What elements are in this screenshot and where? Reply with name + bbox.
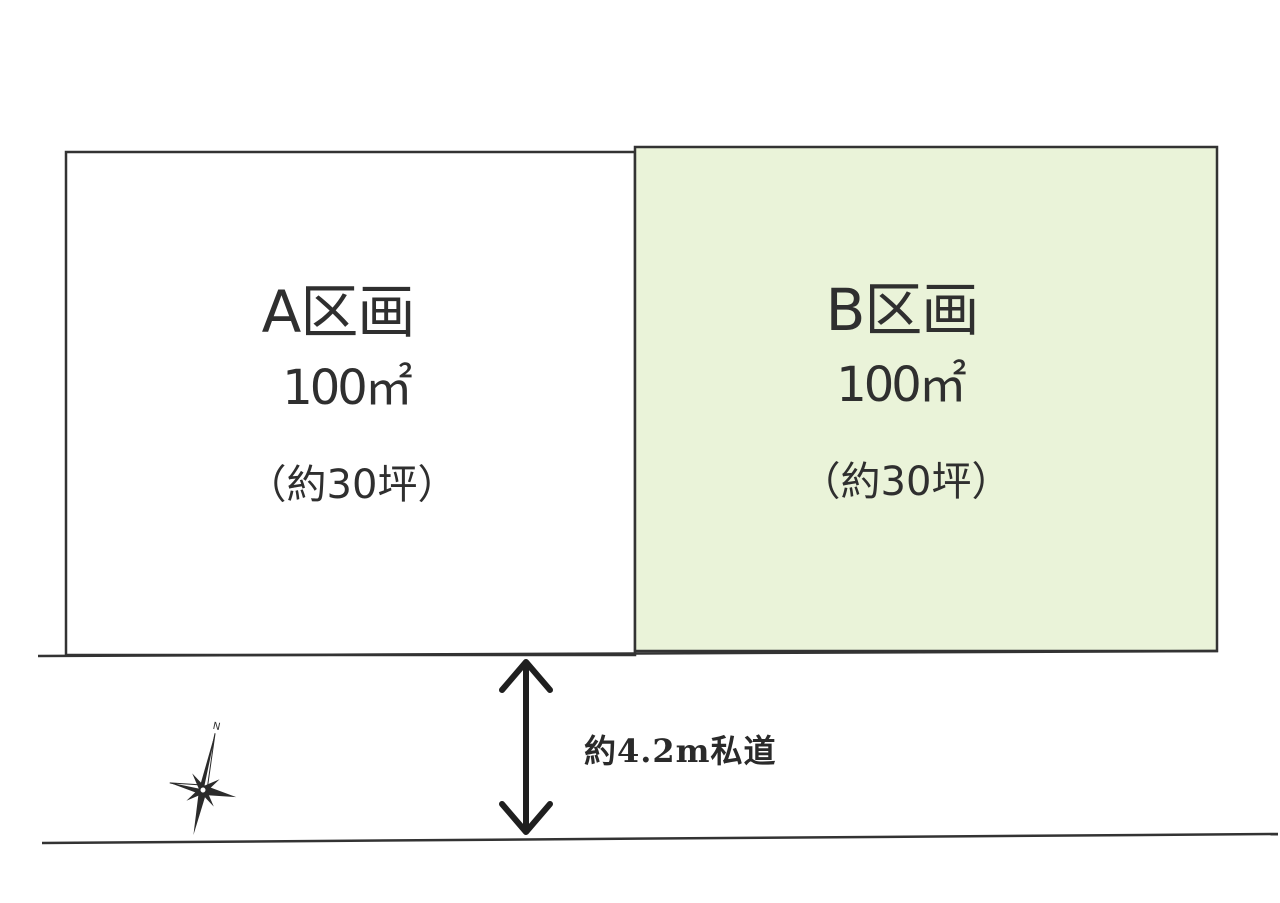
lot-b-tsubo: （約30坪） [801, 459, 1012, 505]
lot-b-name: B区画 [826, 276, 979, 344]
compass-rose-icon: N [169, 721, 237, 835]
lot-a: A区画 100㎡ （約30坪） [64, 150, 637, 657]
lot-a-tsubo: （約30坪） [247, 462, 458, 508]
double-headed-arrow-icon [499, 659, 553, 835]
road-width-label: 約4.2m私道 [584, 732, 777, 770]
lot-b-parcel [633, 145, 1219, 653]
lot-a-parcel [64, 150, 637, 657]
compass-north-label: N [212, 721, 222, 733]
lot-a-area: 100㎡ [282, 360, 412, 416]
road-upper-edge [37, 649, 1219, 658]
road-lower-edge [41, 832, 1279, 845]
lot-b: B区画 100㎡ （約30坪） [633, 145, 1219, 653]
lot-b-area: 100㎡ [836, 357, 966, 413]
lot-a-name: A区画 [262, 278, 415, 346]
